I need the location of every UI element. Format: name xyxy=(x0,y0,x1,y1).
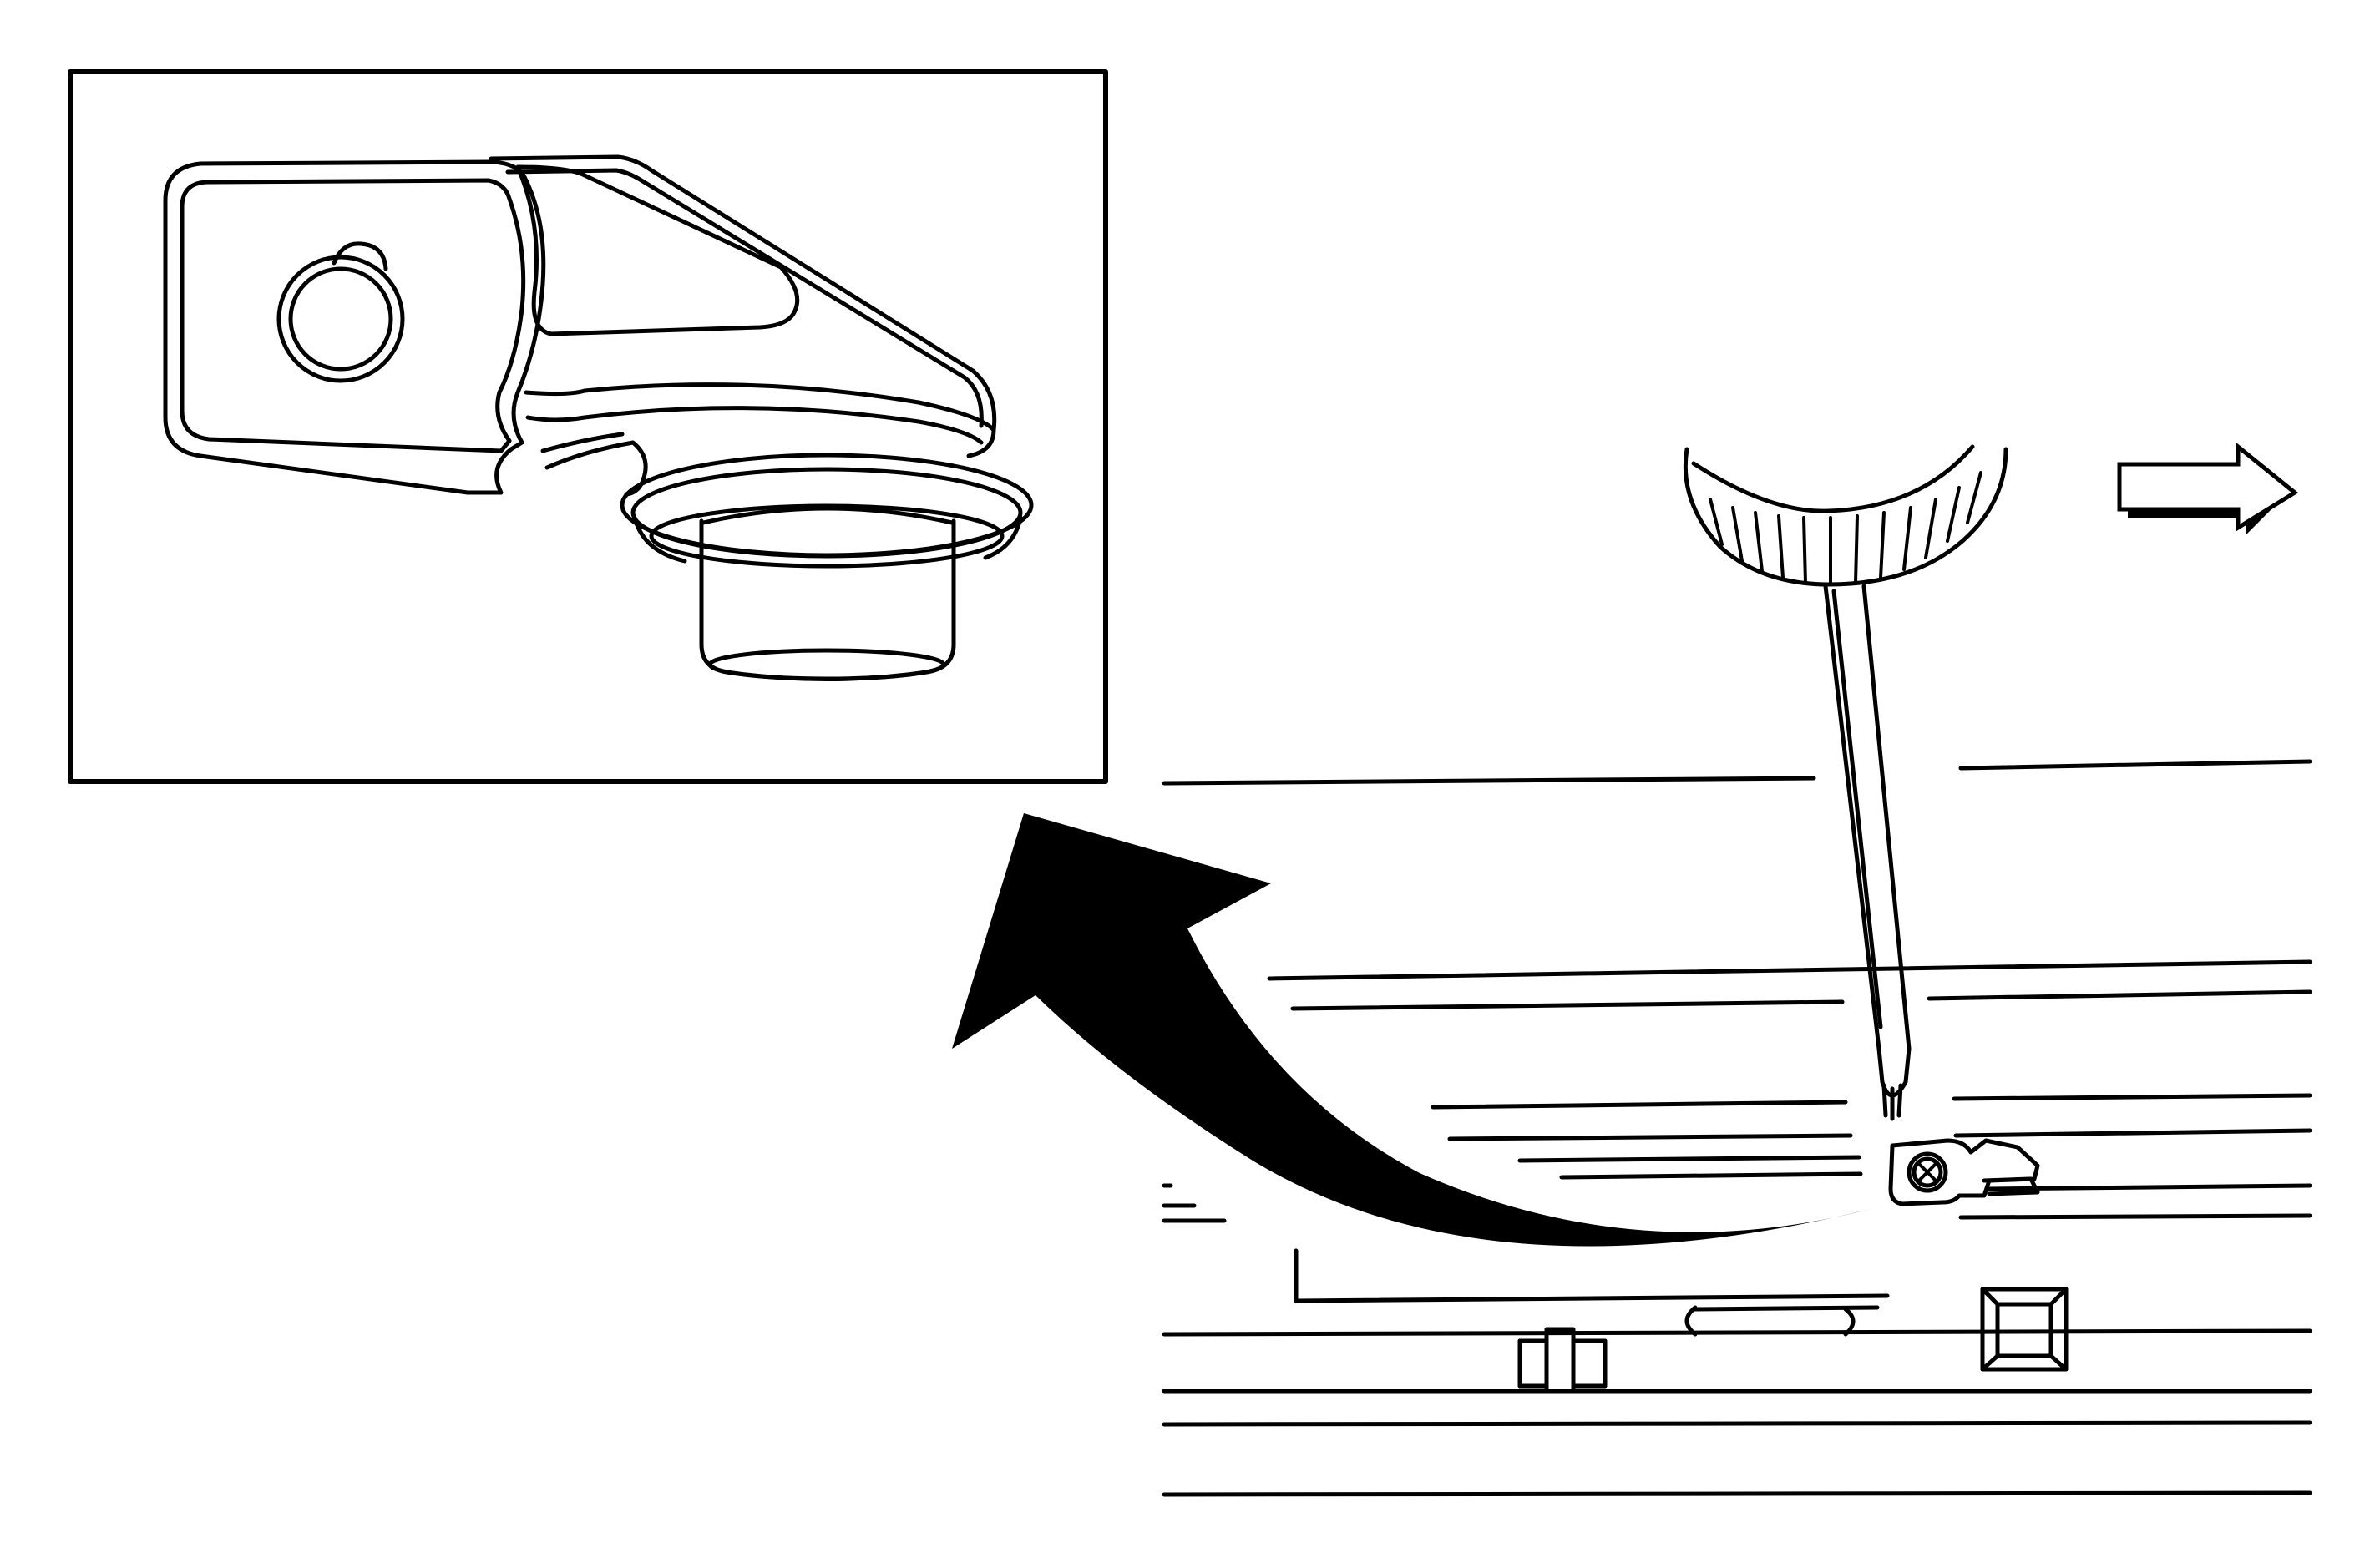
inset-frame xyxy=(68,69,1108,784)
curved-arrow-icon xyxy=(952,813,1871,1247)
square-clip xyxy=(1980,1287,2069,1372)
right-arrow-icon xyxy=(2117,442,2299,534)
mounting-screw xyxy=(1907,1151,1948,1193)
chassis-lines xyxy=(1162,759,2312,1497)
guide-clip xyxy=(1888,1138,2040,1206)
detail-inset xyxy=(68,69,1108,784)
rod-bushing xyxy=(1544,1327,1576,1394)
screwdriver xyxy=(1683,444,2008,1121)
screwdriver-shaft xyxy=(1823,584,1912,1051)
guide-clip-detail xyxy=(163,154,1034,681)
